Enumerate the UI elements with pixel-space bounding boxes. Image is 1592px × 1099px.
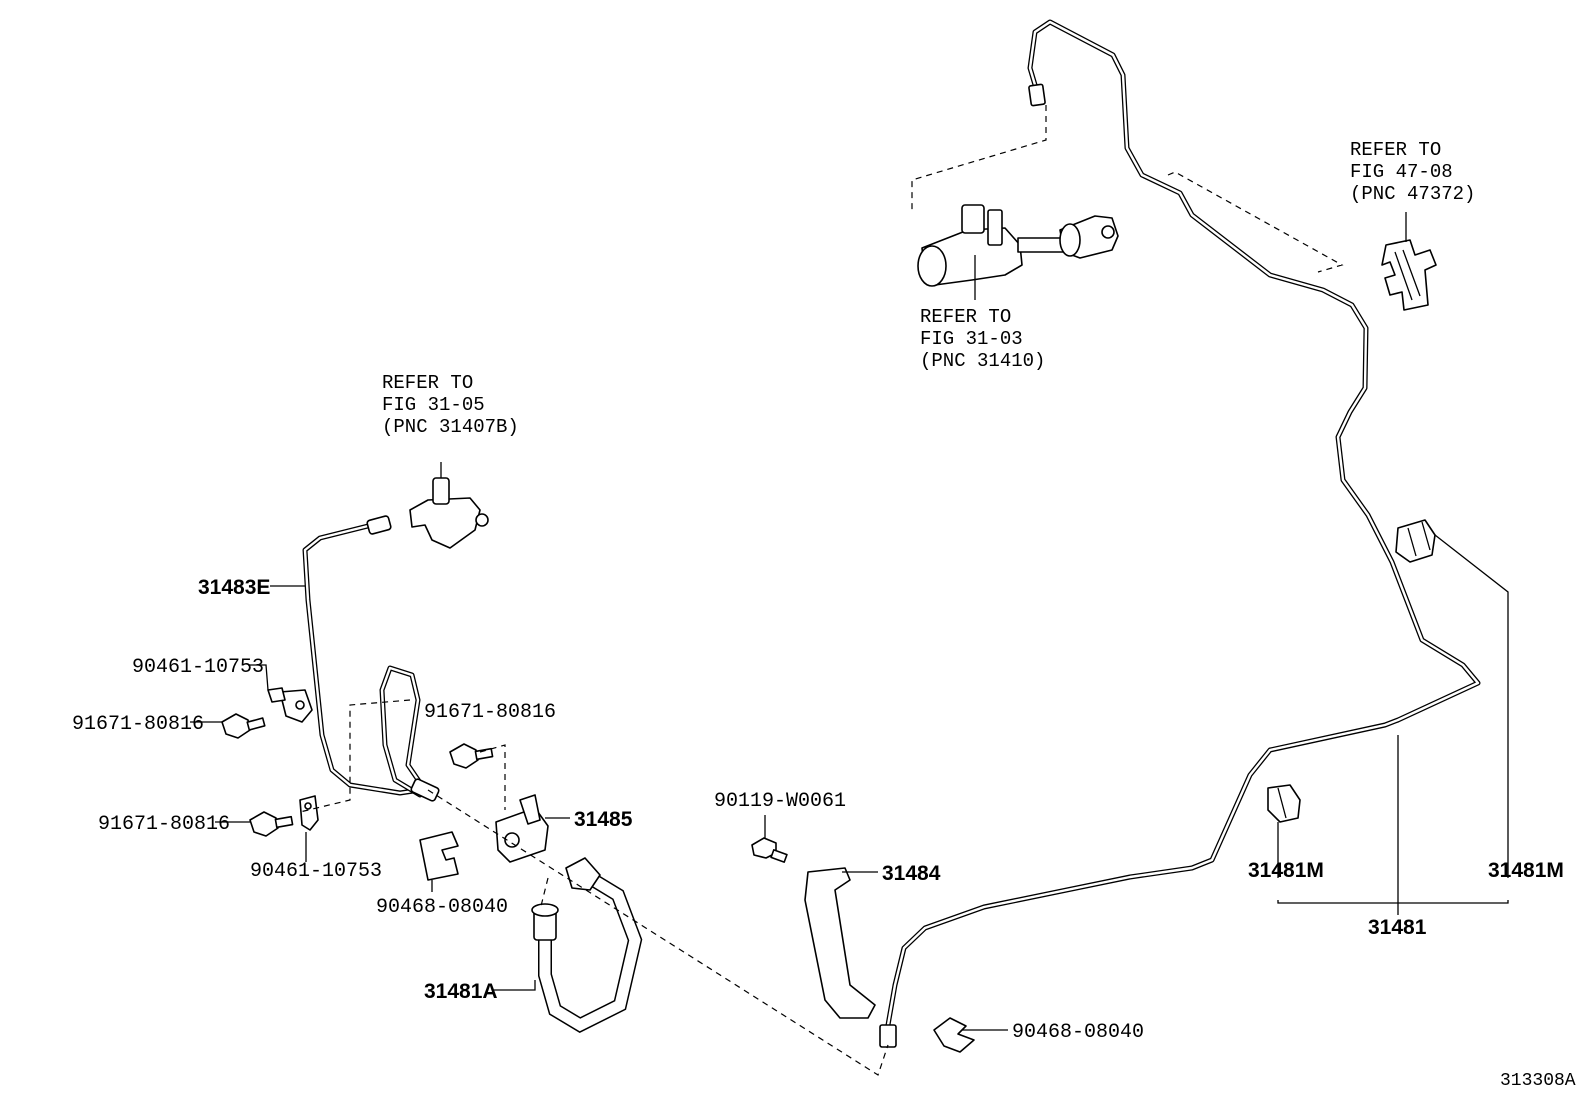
label-91671-80816-left-top: 91671-80816 (72, 713, 204, 736)
label-90119-w0061: 90119-W0061 (714, 790, 846, 813)
clutch-line-31481 (879, 19, 1481, 1048)
clutch-tube-31483e (302, 515, 423, 796)
reference-note-31410: REFER TO FIG 31-03 (PNC 31410) (920, 306, 1045, 372)
clutch-master-cylinder (917, 204, 1119, 300)
union-31407b (409, 462, 489, 549)
label-31481: 31481 (1368, 916, 1427, 939)
figure-id: 313308A (1500, 1071, 1576, 1091)
label-31483e: 31483E (198, 576, 270, 599)
clip-90468-08040-left (419, 831, 459, 881)
bolt-91671-80816-mid (449, 743, 494, 769)
reference-note-47372: REFER TO FIG 47-08 (PNC 47372) (1350, 139, 1475, 242)
ref-31410-line3: (PNC 31410) (920, 350, 1045, 372)
clip-90461-10753-upper (267, 687, 313, 723)
bracket-31485 (495, 794, 549, 863)
clip-90468-08040-right (933, 1017, 975, 1053)
ref-31410-line1: REFER TO (920, 306, 1011, 328)
clip-90461-10753-lower (299, 795, 319, 831)
flexible-hose-31481a (531, 857, 643, 1033)
label-31485: 31485 (574, 808, 633, 831)
label-90461-10753-bottom: 90461-10753 (250, 860, 382, 883)
label-90468-08040-right: 90468-08040 (1012, 1021, 1144, 1044)
label-31481m-left: 31481M (1248, 859, 1324, 882)
label-90468-08040-left: 90468-08040 (376, 896, 508, 919)
bolt-90119-w0061 (751, 837, 788, 863)
ref-31407b-line1: REFER TO (382, 372, 473, 394)
ref-47372-line1: REFER TO (1350, 139, 1441, 161)
clamp-31481m-upper (1395, 519, 1436, 563)
clutch-tube-loop (379, 665, 440, 802)
bracket-31484 (804, 867, 876, 1019)
ref-47372-line2: FIG 47-08 (1350, 161, 1453, 183)
leader-lines (190, 534, 1509, 1031)
dashed-reference-lines (299, 105, 1344, 1076)
label-31484: 31484 (882, 862, 941, 885)
label-90461-10753-top: 90461-10753 (132, 656, 264, 679)
bolt-91671-80816-lower-left (249, 811, 294, 837)
label-31481m-right: 31481M (1488, 859, 1564, 882)
ref-31410-line2: FIG 31-03 (920, 328, 1023, 350)
label-31481a: 31481A (424, 980, 498, 1003)
label-91671-80816-mid: 91671-80816 (424, 701, 556, 724)
bolt-91671-80816-upper-left (221, 713, 266, 739)
reference-note-31407b: REFER TO FIG 31-05 (PNC 31407B) (382, 372, 519, 438)
ref-31407b-line2: FIG 31-05 (382, 394, 485, 416)
bracket-47372 (1381, 239, 1437, 311)
clamp-31481m-lower (1267, 784, 1301, 823)
ref-47372-line3: (PNC 47372) (1350, 183, 1475, 205)
ref-31407b-line3: (PNC 31407B) (382, 416, 519, 438)
label-91671-80816-left-bottom: 91671-80816 (98, 813, 230, 836)
